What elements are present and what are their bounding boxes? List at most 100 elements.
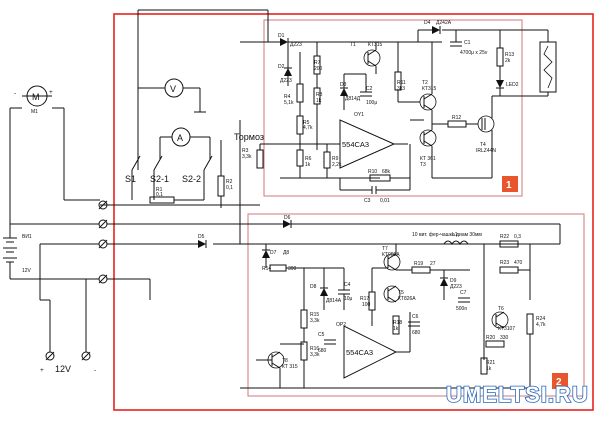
r15-value: 3,3k [310, 318, 320, 324]
opamp-oy1 [339, 119, 396, 169]
battery [3, 237, 17, 263]
block-1-inner-frame [263, 19, 523, 197]
diode-d1 [280, 38, 288, 46]
r7-value: 200 [314, 66, 323, 72]
r5-value: 4,7k [303, 125, 313, 131]
block-2-frame [247, 213, 585, 397]
t4-ref: T4 [480, 142, 486, 148]
t8-ref: T8 [282, 358, 288, 364]
r21-ref: R21 [486, 360, 495, 366]
r17-value: 100 [362, 302, 371, 308]
t2-value: КТ315 [422, 86, 437, 92]
r10-value: 68k [382, 169, 391, 175]
r18-ref: R18 [393, 320, 402, 326]
d4-value: Д242А [436, 20, 452, 26]
motor-minus: - [14, 90, 16, 97]
transistor-t1 [363, 49, 381, 67]
supply-minus: - [94, 367, 96, 374]
r13-ref: R13 [505, 52, 514, 58]
d2-value: Д223 [280, 78, 292, 84]
r3-ref: R3 [242, 148, 249, 154]
r9-ref: R9 [332, 156, 339, 162]
zener-d3 [340, 88, 348, 96]
transistor-t6 [491, 311, 509, 329]
led-ref: LED2 [506, 82, 519, 88]
r13-value: 2k [505, 58, 511, 64]
c2-ref: C2 [366, 86, 373, 92]
c5-value: 680 [318, 348, 327, 354]
switch-s2-2 [203, 155, 213, 171]
diode-d6 [283, 220, 291, 228]
r4-ref: R4 [284, 94, 291, 100]
c5-ref: C5 [318, 332, 325, 338]
resistor-r9 [323, 151, 331, 169]
r11-value: 3k3 [397, 86, 405, 92]
transistor-t3 [419, 129, 437, 147]
t1-ref: T1 [350, 42, 356, 48]
block-1-frame [113, 13, 594, 411]
resistor-r24 [526, 313, 534, 335]
resistor-r6 [296, 149, 304, 167]
resistor-r13 [496, 47, 504, 67]
d7-value: Д8 [283, 250, 289, 256]
r10-ref: R10 [368, 169, 377, 175]
resistor-r18 [392, 315, 400, 335]
r22-ref: R22 [500, 234, 509, 240]
op2-part: 554CA3 [346, 348, 373, 357]
zener-d8 [320, 288, 328, 296]
switch-s2-1-label: S2-1 [150, 174, 169, 184]
r7-ref: R7 [314, 60, 321, 66]
r14-ref: R14 [262, 266, 271, 272]
block-1-badge-label: 1 [506, 180, 512, 191]
r24-ref: R24 [536, 316, 545, 322]
r8-value: 1k [316, 98, 322, 104]
r12-ref: R12 [452, 115, 461, 121]
op1-ref: OY1 [354, 112, 364, 118]
t5-ref: T5 [398, 290, 404, 296]
resistor-r19 [411, 266, 431, 274]
t6-ref: T6 [498, 306, 504, 312]
r5-ref: R5 [303, 120, 310, 126]
op1-part: 554CA3 [342, 140, 369, 149]
inductor-l1 [443, 240, 469, 245]
resistor-r15 [300, 309, 308, 329]
r8-ref: R8 [316, 92, 323, 98]
d9-ref: D9 [450, 278, 457, 284]
l1-ref: L1 [452, 232, 458, 238]
c6-value: 680 [412, 330, 421, 336]
r20-value: 330 [500, 335, 509, 341]
diode-d9 [440, 278, 448, 286]
t1-value: КТ315 [368, 42, 383, 48]
diode-d7 [262, 250, 270, 258]
resistor-r14 [269, 264, 287, 272]
terminal-strip [45, 200, 108, 361]
resistor-r20 [485, 340, 505, 348]
d1-value: Д223 [290, 42, 302, 48]
inductor-note: 10 вит. фер-чашка диам 30мм [412, 232, 482, 238]
r6-value: 1k [305, 162, 311, 168]
resistor-r4 [296, 83, 304, 103]
t3-ref: T3 [420, 162, 426, 168]
switch-s2-2-label: S2-2 [182, 174, 201, 184]
op2-ref: OP2 [336, 322, 346, 328]
r1-ref: R1 [156, 187, 163, 193]
t6-value: КТ3107 [498, 326, 515, 332]
r6-ref: R6 [305, 156, 312, 162]
d8-ref: D8 [310, 284, 317, 290]
r24-value: 4,7k [536, 322, 546, 328]
r20-ref: R20 [486, 335, 495, 341]
t8-value: КТ 315 [282, 364, 298, 370]
r21-value: 1k [486, 366, 492, 372]
motor-plus: + [49, 89, 53, 96]
zener-value: Д814Д [345, 96, 361, 102]
opamp-op2 [343, 325, 398, 379]
r18-value: 1k [393, 326, 399, 332]
r19-ref: R19 [414, 261, 423, 267]
d8-value: Д814А [326, 298, 342, 304]
block-2-badge [552, 373, 568, 389]
battery-voltage: 12V [22, 268, 32, 274]
diode-d5 [198, 240, 206, 248]
d3-ref: D3 [340, 82, 347, 88]
diode-d4 [432, 26, 440, 34]
